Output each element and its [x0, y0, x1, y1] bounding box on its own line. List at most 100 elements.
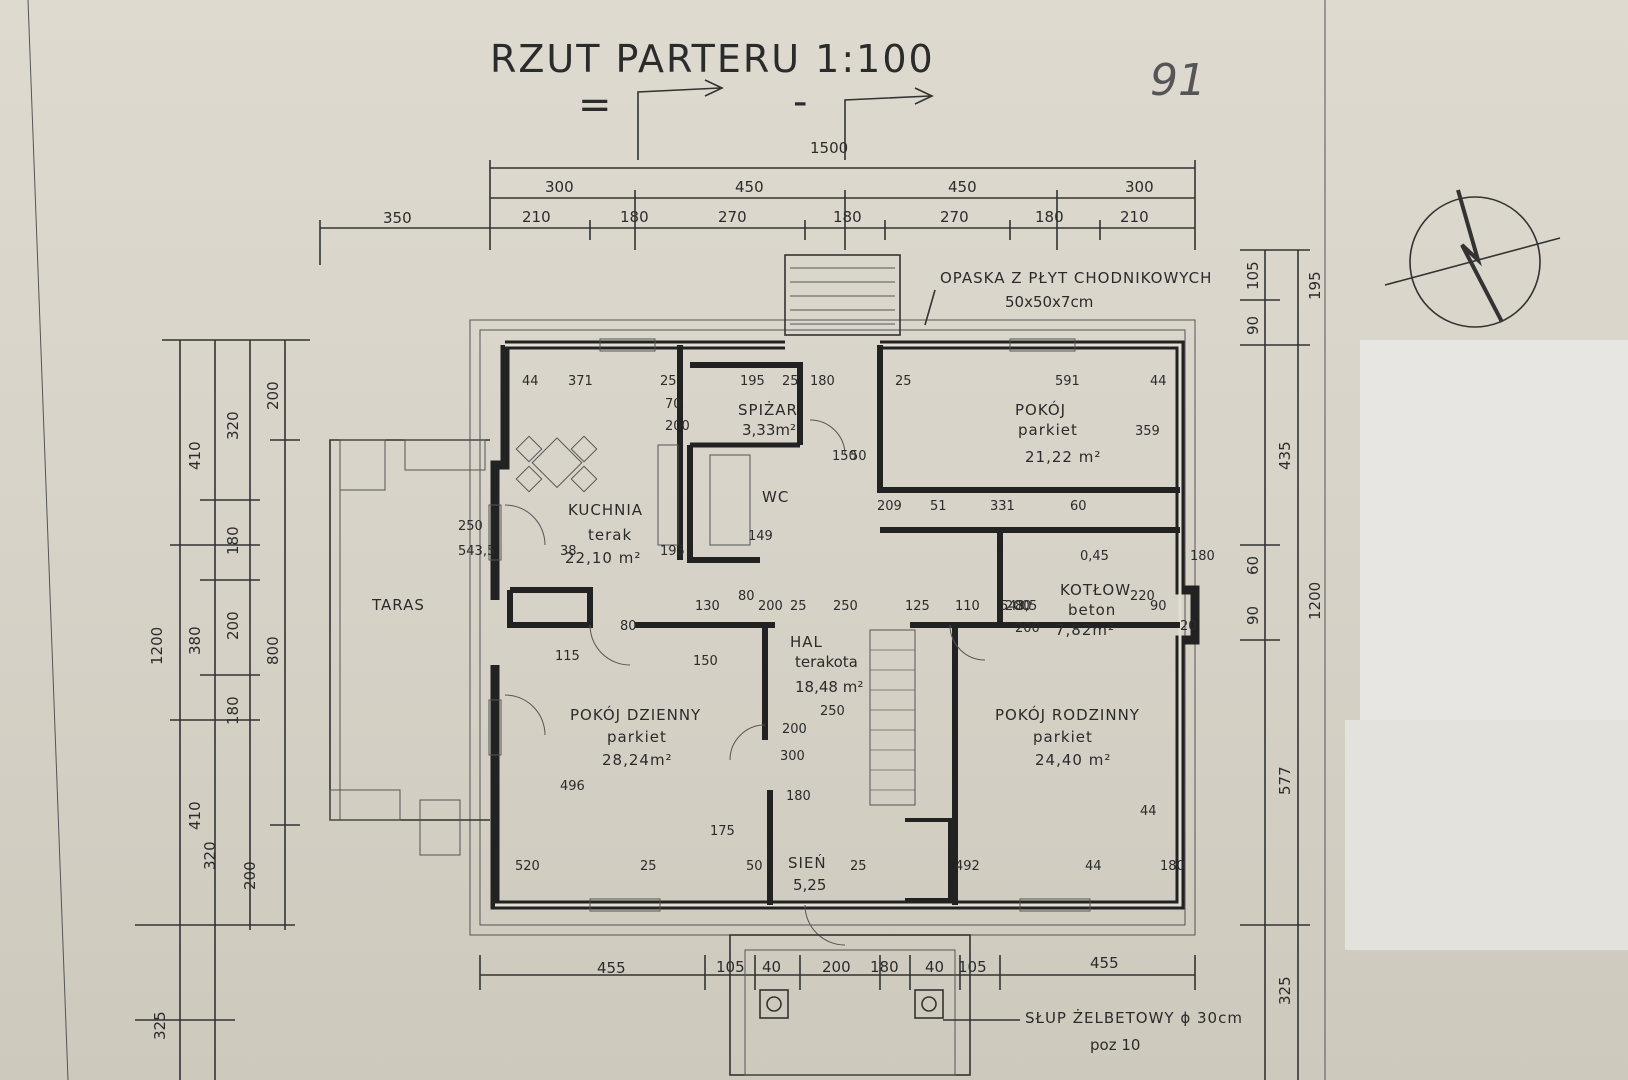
dim-top-row2-4: 180	[833, 208, 862, 226]
interior-walls	[507, 345, 1180, 905]
interior-dim-label: 44	[1140, 804, 1157, 819]
section-arrow-a	[637, 79, 724, 160]
dim-top-row2-6: 180	[1035, 208, 1064, 226]
column-ref: poz 10	[1090, 1036, 1140, 1054]
vestibule-area: 5,25	[793, 876, 826, 894]
dim-right-4: 325	[1276, 976, 1294, 1005]
interior-dim-label: 209	[877, 499, 902, 514]
interior-dim-label: 200	[1005, 599, 1030, 614]
dim-left-inner-2: 200	[241, 861, 259, 890]
dim-top-total: 1500	[810, 139, 848, 157]
interior-dim-label: 200	[665, 419, 690, 434]
living-name: POKÓJ DZIENNY	[570, 705, 701, 724]
dim-left-2: 410	[186, 801, 204, 830]
interior-dim-label: 115	[555, 649, 580, 664]
terrace-name: TARAS	[371, 596, 425, 614]
hall-stair	[869, 629, 916, 806]
kitchen-name: KUCHNIA	[568, 501, 643, 519]
interior-dim-label: 50	[850, 449, 867, 464]
interior-dim-label: 44	[1085, 859, 1102, 874]
interior-dim-label: 200	[758, 599, 783, 614]
dim-bottom-7: 455	[1090, 954, 1119, 972]
interior-dim-label: 543,5	[1000, 599, 1037, 614]
living-area: 28,24m²	[602, 751, 673, 769]
dim-left-0: 410	[186, 441, 204, 470]
dim-bottom-4: 180	[870, 958, 899, 976]
interior-dim-label: 220	[1130, 589, 1155, 604]
interior-dim-label: 70	[665, 397, 682, 412]
dim-bottom-6: 105	[958, 958, 987, 976]
interior-dim-label: 359	[1135, 424, 1160, 439]
hall-floor: terakota	[795, 653, 858, 671]
interior-dim-label: 331	[990, 499, 1015, 514]
dim-top-row1-1: 450	[735, 178, 764, 196]
dim-right-inner-2: 60	[1244, 556, 1262, 575]
interior-dim-label: 492	[955, 859, 980, 874]
interior-dim-label: 250	[820, 704, 845, 719]
interior-dim-label: 51	[930, 499, 947, 514]
pantry-name: SPIŻAR	[738, 400, 798, 419]
boiler-name: KOTŁOW	[1060, 581, 1131, 599]
interior-dim-label: 543,5	[458, 544, 495, 559]
interior-dim-label: 180	[786, 789, 811, 804]
interior-dim-label: 200	[782, 722, 807, 737]
dim-right-3: 577	[1276, 766, 1294, 795]
interior-dim-label: 80	[1015, 599, 1032, 614]
interior-dim-label: 300	[780, 749, 805, 764]
dim-left-mid-3: 180	[224, 696, 242, 725]
hall-area: 18,48 m²	[795, 678, 863, 696]
dim-left-total: 1200	[148, 627, 166, 665]
dim-bottom-3: 200	[822, 958, 851, 976]
wc-name: WC	[762, 488, 789, 506]
interior-dim-label: 520	[515, 859, 540, 874]
dimension-left	[135, 339, 310, 1080]
interior-dim-label: 20	[1180, 619, 1197, 634]
interior-dim-label: 195	[740, 374, 765, 389]
interior-dim-label: 180	[1190, 549, 1215, 564]
living-floor: parkiet	[607, 728, 667, 746]
paving-note: OPASKA Z PŁYT CHODNIKOWYCH	[940, 269, 1212, 287]
interior-dim-label: 150	[832, 449, 857, 464]
interior-dim-label: 0,45	[1080, 549, 1109, 564]
family-area: 24,40 m²	[1035, 751, 1111, 769]
interior-dim-label: 175	[710, 824, 735, 839]
dim-top-row2-3: 270	[718, 208, 747, 226]
dimension-bottom	[479, 955, 1196, 990]
sheet-edge-left	[27, 0, 69, 1080]
interior-dim-label: 150	[693, 654, 718, 669]
boiler-area: 7,82m²	[1055, 621, 1115, 639]
dim-right-inner-1: 90	[1244, 316, 1262, 335]
interior-dim-label: 25	[660, 374, 677, 389]
interior-dim-label: 110	[955, 599, 980, 614]
interior-dim-label: 149	[748, 529, 773, 544]
interior-dim-label: 591	[1055, 374, 1080, 389]
interior-dim-label: 60	[1070, 499, 1087, 514]
redacted-patch	[1345, 720, 1628, 950]
dim-right-2: 1200	[1306, 582, 1324, 620]
dim-top-row1-2: 450	[948, 178, 977, 196]
dim-bottom-5: 40	[925, 958, 944, 976]
dim-left-mid-0: 320	[224, 411, 242, 440]
kitchen-area: 22,10 m²	[565, 549, 641, 567]
hall-name: HAL	[790, 633, 823, 651]
dim-left-mid-4: 320	[201, 841, 219, 870]
dim-top-row2-2: 180	[620, 208, 649, 226]
boiler-floor: beton	[1068, 601, 1116, 619]
room-name: POKÓJ	[1015, 400, 1066, 419]
dim-left-1: 380	[186, 626, 204, 655]
dim-top-row2-5: 270	[940, 208, 969, 226]
dimension-top	[319, 160, 1196, 265]
dim-right-inner-0: 105	[1244, 261, 1262, 290]
dim-left-3: 325	[151, 1011, 169, 1040]
dim-bottom-2: 40	[762, 958, 781, 976]
interior-dim-label: 44	[1150, 374, 1167, 389]
section-arrow-b	[844, 87, 934, 160]
dim-left-inner-1: 800	[264, 636, 282, 665]
interior-dim-label: 371	[568, 374, 593, 389]
interior-dim-label: 44	[522, 374, 539, 389]
paving-size: 50x50x7cm	[1005, 293, 1093, 311]
interior-dim-label: 80	[620, 619, 637, 634]
pantry-area: 3,33m²	[742, 421, 796, 439]
